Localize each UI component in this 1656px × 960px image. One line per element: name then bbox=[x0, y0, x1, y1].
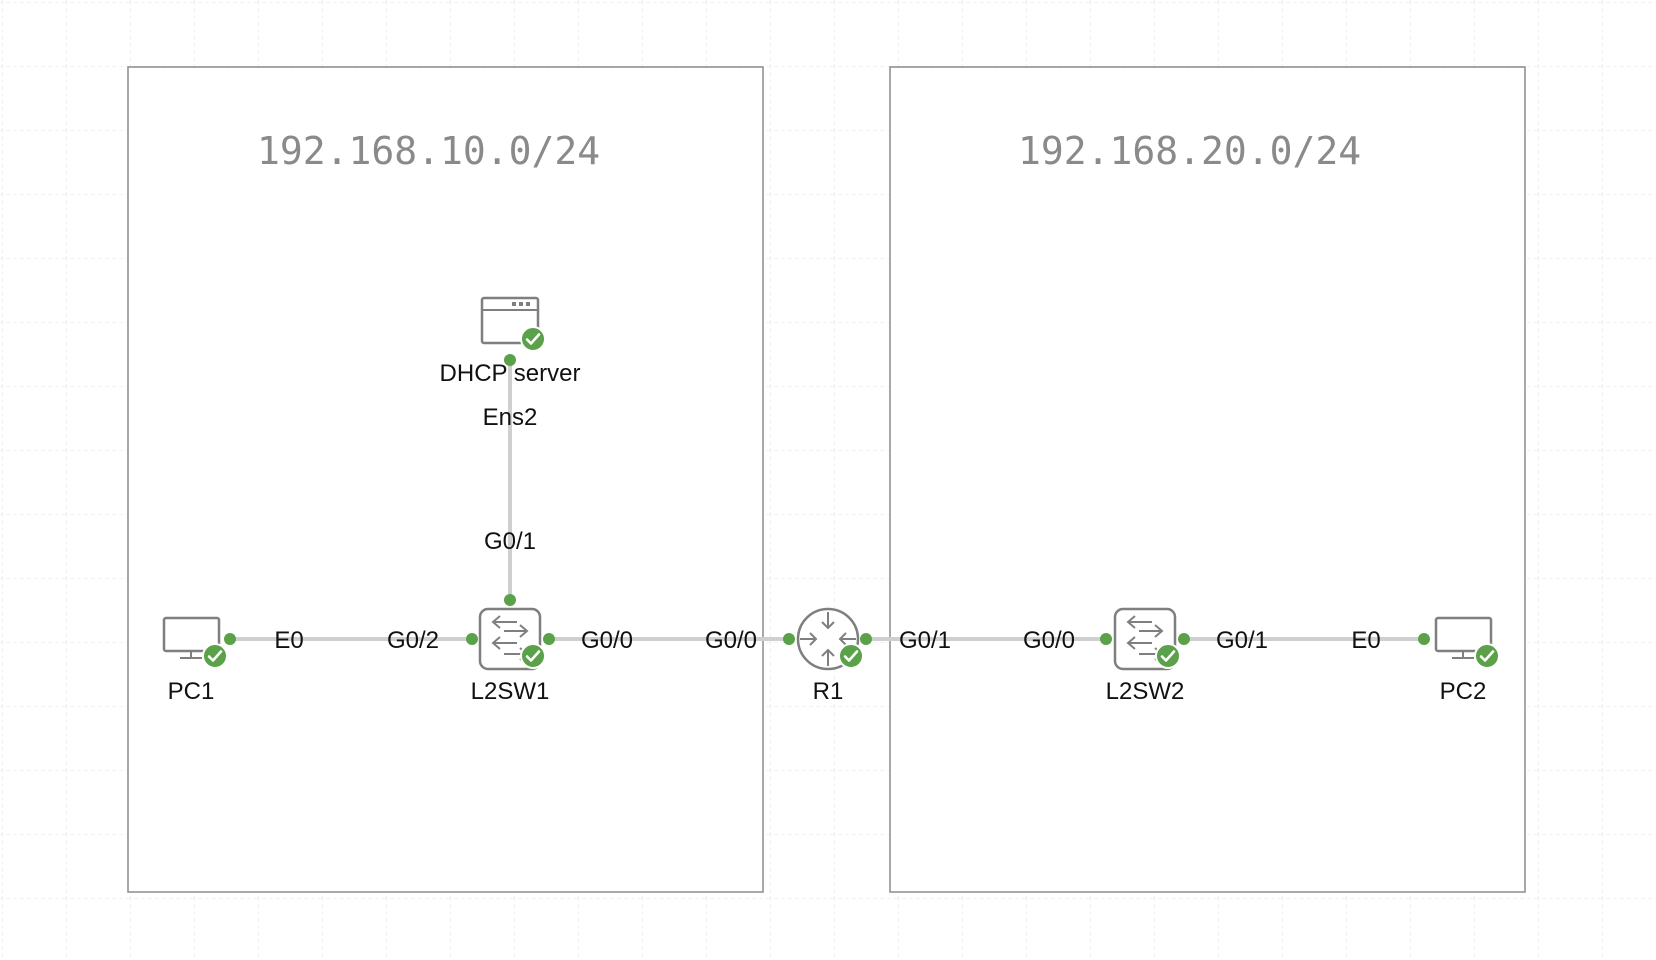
links bbox=[230, 360, 1424, 641]
port-dots bbox=[224, 354, 1430, 645]
pc-icon bbox=[162, 616, 221, 659]
port-dot-l2sw2-g01[interactable] bbox=[1178, 633, 1190, 645]
network-zone-left[interactable] bbox=[127, 66, 764, 893]
node-l2sw2[interactable]: L2SW2 bbox=[1106, 607, 1185, 705]
node-r1[interactable]: R1 bbox=[796, 607, 864, 705]
status-ok-icon bbox=[1474, 643, 1500, 669]
port-label-l2sw1-g01: G0/1 bbox=[484, 528, 536, 555]
port-dot-l2sw1-g01[interactable] bbox=[504, 594, 516, 606]
port-labels: Ens2 G0/1 E0 G0/2 G0/0 G0/0 G0/1 G0/0 G0… bbox=[274, 404, 1380, 654]
status-ok-icon bbox=[520, 643, 546, 669]
node-label-l2sw2: L2SW2 bbox=[1106, 678, 1185, 705]
node-pc2[interactable]: PC2 bbox=[1434, 616, 1500, 705]
port-dot-r1-g01[interactable] bbox=[860, 633, 872, 645]
port-label-dhcp-ens2: Ens2 bbox=[483, 404, 538, 431]
network-zone-right[interactable] bbox=[889, 66, 1526, 893]
port-dot-l2sw1-g02[interactable] bbox=[466, 633, 478, 645]
status-ok-icon bbox=[838, 643, 864, 669]
network-label-left: 192.168.10.0/24 bbox=[257, 129, 600, 173]
port-dot-l2sw1-g00[interactable] bbox=[543, 633, 555, 645]
node-label-pc2: PC2 bbox=[1440, 678, 1487, 705]
port-label-pc2-e0: E0 bbox=[1351, 627, 1380, 654]
node-l2sw1[interactable]: L2SW1 bbox=[471, 607, 550, 705]
node-label-l2sw1: L2SW1 bbox=[471, 678, 550, 705]
port-label-r1-g00: G0/0 bbox=[705, 627, 757, 654]
port-label-r1-g01: G0/1 bbox=[899, 627, 951, 654]
port-dot-pc2-e0[interactable] bbox=[1418, 633, 1430, 645]
status-ok-icon bbox=[202, 643, 228, 669]
node-label-r1: R1 bbox=[813, 678, 844, 705]
node-label-pc1: PC1 bbox=[168, 678, 215, 705]
port-label-l2sw2-g01: G0/1 bbox=[1216, 627, 1268, 654]
status-ok-icon bbox=[1155, 643, 1181, 669]
pc-icon bbox=[1434, 616, 1493, 659]
port-dot-r1-g00[interactable] bbox=[783, 633, 795, 645]
port-label-pc1-e0: E0 bbox=[274, 627, 303, 654]
status-ok-icon bbox=[520, 326, 546, 352]
port-dot-pc1-e0[interactable] bbox=[224, 633, 236, 645]
port-dot-l2sw2-g00[interactable] bbox=[1100, 633, 1112, 645]
node-pc1[interactable]: PC1 bbox=[162, 616, 228, 705]
port-label-l2sw1-g00: G0/0 bbox=[581, 627, 633, 654]
port-label-l2sw2-g00: G0/0 bbox=[1023, 627, 1075, 654]
port-label-l2sw1-g02: G0/2 bbox=[387, 627, 439, 654]
network-label-right: 192.168.20.0/24 bbox=[1018, 129, 1361, 173]
port-dot-dhcp-ens2[interactable] bbox=[504, 354, 516, 366]
